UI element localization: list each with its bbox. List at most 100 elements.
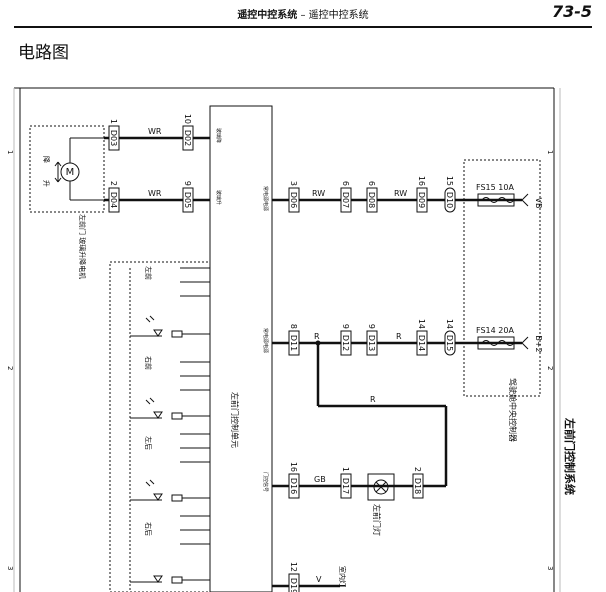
unit-pin-label-3: 常电源电源 (262, 186, 269, 211)
header-title-strong: 遥控中控系统 (237, 10, 298, 21)
connector-d03-1: 1 D03 (108, 119, 120, 151)
motor-label-up: 降 (42, 156, 51, 163)
connector-d15-14: 14 D15 (444, 319, 456, 356)
connector-d14-14: 14 D14 (416, 319, 428, 356)
svg-text:3: 3 (289, 181, 298, 186)
svg-text:D13: D13 (367, 335, 376, 351)
svg-text:2: 2 (109, 181, 118, 186)
terminal-bottom-arrow (521, 336, 529, 350)
lamp-box (367, 473, 395, 501)
svg-text:D04: D04 (109, 192, 118, 208)
header-title-rest: 遥控中控系统 (308, 10, 369, 21)
ruler-right-3: 3 (546, 566, 554, 570)
central-controller-box (463, 159, 541, 397)
page-number: 73-5 (551, 2, 592, 21)
svg-text:D02: D02 (183, 130, 192, 146)
svg-text:9: 9 (367, 324, 376, 329)
connector-d18-2: 2 D18 (412, 467, 424, 499)
svg-text:15: 15 (445, 176, 454, 186)
wire-label-motor-down: WR (148, 189, 162, 198)
ruler-left-3: 3 (6, 566, 14, 570)
unit-pin-label-1: 玻璃降 (215, 128, 222, 143)
switch-label-4: 右后 (144, 522, 153, 536)
svg-text:D08: D08 (367, 192, 376, 208)
control-unit-box (209, 105, 273, 592)
connector-d13-9: 9 D13 (366, 324, 378, 356)
led-3 (130, 479, 210, 502)
svg-text:12: 12 (289, 562, 298, 572)
connector-d02-10: 10 D02 (182, 114, 194, 151)
switch-panel (109, 261, 211, 592)
svg-text:D16: D16 (289, 478, 298, 494)
svg-text:6: 6 (341, 181, 350, 186)
connector-d11-8: 8 D11 (288, 324, 300, 356)
motor-name: 左前门 玻璃升降电机 (78, 214, 87, 279)
led-2 (130, 397, 210, 420)
svg-text:D14: D14 (417, 335, 426, 351)
svg-text:1: 1 (109, 119, 118, 124)
svg-text:9: 9 (341, 324, 350, 329)
fuse-top-symbol (481, 197, 515, 203)
svg-text:14: 14 (417, 319, 426, 329)
motor-symbol: M (66, 167, 75, 178)
svg-text:14: 14 (445, 319, 454, 329)
switch-row-2 (180, 361, 210, 391)
wire-label-power-3: R (370, 395, 376, 404)
svg-text:D03: D03 (109, 130, 118, 146)
svg-text:D17: D17 (341, 478, 350, 494)
fuse-bottom-label: FS14 20A (476, 326, 514, 335)
connector-d09-16: 16 D09 (416, 176, 428, 213)
header-title-sep: – (297, 10, 309, 21)
svg-text:D09: D09 (417, 192, 426, 208)
svg-text:9: 9 (183, 181, 192, 186)
side-title: 左前门控制系统 (563, 417, 577, 495)
lamp-label: 左前门灯 (372, 504, 382, 536)
connector-d05-9: 9 D05 (182, 181, 194, 213)
unit-pin-label-5: 门控信号 (262, 472, 269, 492)
svg-text:8: 8 (289, 324, 298, 329)
svg-text:6: 6 (367, 181, 376, 186)
svg-text:2: 2 (413, 467, 422, 472)
connector-d06-3: 3 D06 (288, 181, 300, 213)
svg-text:D06: D06 (289, 192, 298, 208)
svg-text:D15: D15 (445, 335, 454, 351)
wire-label-battery-top-2: RW (394, 189, 407, 198)
unit-pin-label-4: 常电源电源 (262, 328, 269, 353)
switch-row-3 (180, 433, 210, 463)
ruler-right-1: 1 (546, 150, 554, 154)
connector-d19-12: 12 D19 (288, 562, 300, 592)
connector-d16-16: 16 D16 (288, 462, 300, 499)
connector-d07-6: 6 D07 (340, 181, 352, 213)
switch-label-2: 右前 (144, 356, 153, 370)
central-controller-label: 驾驶舱中央控制器 (508, 378, 518, 442)
svg-text:16: 16 (289, 462, 298, 472)
connector-d17-1: 1 D17 (340, 467, 352, 499)
header-rule (14, 26, 592, 28)
fuse-bottom-symbol (481, 340, 515, 346)
ruler-left-1: 1 (6, 150, 14, 154)
terminal-top-label: VB (534, 198, 543, 209)
switch-row-1 (129, 267, 210, 592)
wire-label-motor-up: WR (148, 127, 162, 136)
ruler-left-2: 2 (6, 366, 14, 370)
header-title: 遥控中控系统 – 遥控中控系统 (0, 6, 606, 21)
svg-text:16: 16 (417, 176, 426, 186)
svg-text:D19: D19 (289, 578, 298, 592)
switch-row-4 (180, 515, 210, 545)
motor-box (29, 125, 105, 213)
svg-text:D18: D18 (413, 478, 422, 494)
connector-d12-9: 9 D12 (340, 324, 352, 356)
unit-pin-label-2: 玻璃升 (215, 190, 222, 205)
wire-label-power-1: R (314, 332, 320, 341)
bottom-label: 室内灯 (338, 566, 347, 587)
control-unit-label: 左前门控制单元 (230, 392, 240, 448)
svg-text:D05: D05 (183, 192, 192, 208)
svg-text:D10: D10 (445, 192, 454, 208)
terminal-top-arrow (521, 193, 529, 207)
section-title: 电路图 (18, 43, 69, 63)
wire-label-power-2: R (396, 332, 402, 341)
lamp-circle (373, 479, 389, 495)
switch-label-3: 左后 (144, 436, 153, 450)
connector-d04-2: 2 D04 (108, 181, 120, 213)
